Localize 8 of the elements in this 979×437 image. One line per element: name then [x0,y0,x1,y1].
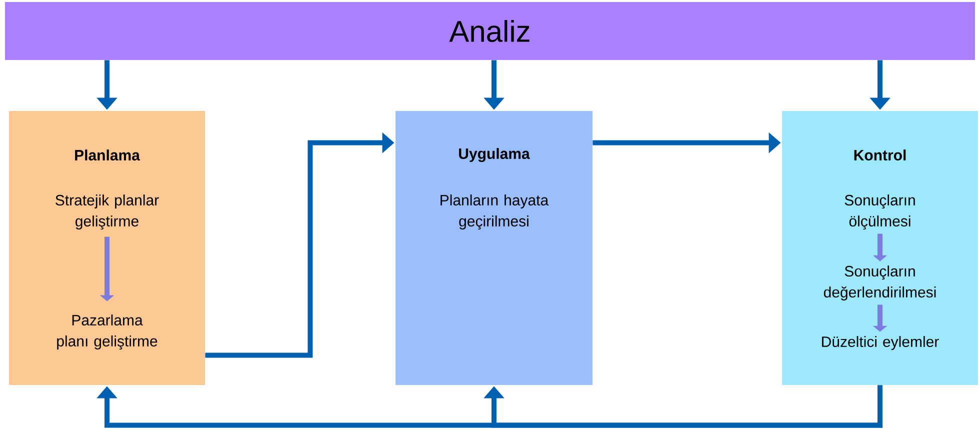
step-text: Sonuçların değerlendirilmesi [824,266,936,300]
step-text: Pazarlama planı geliştirme [57,314,158,350]
step-text: Stratejik planlar geliştirme [56,194,159,230]
process-box: Uygulama Planların hayata geçirilmesi [396,111,592,385]
arrow [484,385,882,428]
band: Analiz [5,2,975,60]
step-text: Düzeltici eylemler [822,336,939,350]
step-text: Sonuçların ölçülmesi [844,194,915,230]
